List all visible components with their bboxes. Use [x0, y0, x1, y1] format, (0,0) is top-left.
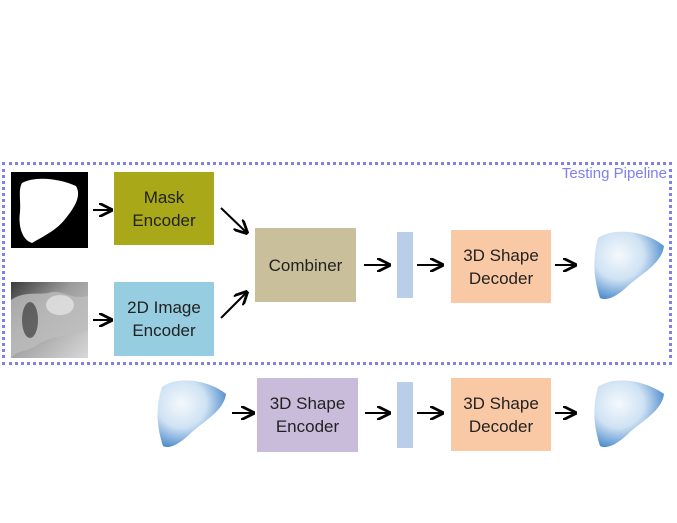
mask-encoder-line2: Encoder	[132, 210, 196, 230]
decoder-bottom-line2: Decoder	[468, 416, 534, 436]
output-liver-top	[594, 231, 664, 300]
arrow-image-encoder-to-combiner	[220, 293, 246, 319]
mask-encoder-line1: Mask	[143, 187, 185, 207]
shape-encoder-line1: 3D Shape	[269, 394, 346, 413]
input-liver-bottom	[157, 380, 226, 448]
shape-encoder-block: 3D Shape Encoder	[257, 378, 358, 452]
combiner-block: Combiner	[255, 228, 356, 302]
decoder-top-line1: 3D Shape	[463, 245, 539, 265]
decoder-block-bottom: 3D Shape Decoder	[451, 378, 551, 451]
arrow-mask-encoder-to-combiner	[220, 207, 246, 232]
combiner-label: Combiner	[268, 255, 343, 275]
image-encoder-line2: Encoder	[132, 321, 196, 340]
latent-vector-bottom	[397, 382, 413, 448]
output-liver-bottom	[594, 380, 664, 448]
decoder-bottom-line1: 3D Shape	[463, 393, 539, 413]
image-encoder-line1: 2D Image	[127, 298, 201, 317]
testing-pipeline-label: Testing Pipeline	[561, 165, 667, 182]
mask-image	[11, 172, 88, 248]
mask-encoder-block: Mask Encoder	[114, 172, 214, 245]
testing-pipeline-boundary	[2, 162, 672, 365]
image-encoder-block: 2D Image Encoder	[114, 282, 214, 356]
shape-encoder-line2: Encoder	[275, 417, 340, 436]
decoder-block-top: 3D Shape Decoder	[451, 230, 551, 303]
decoder-top-line2: Decoder	[468, 268, 534, 288]
latent-vector-top	[397, 232, 413, 298]
ct-image	[11, 282, 88, 358]
